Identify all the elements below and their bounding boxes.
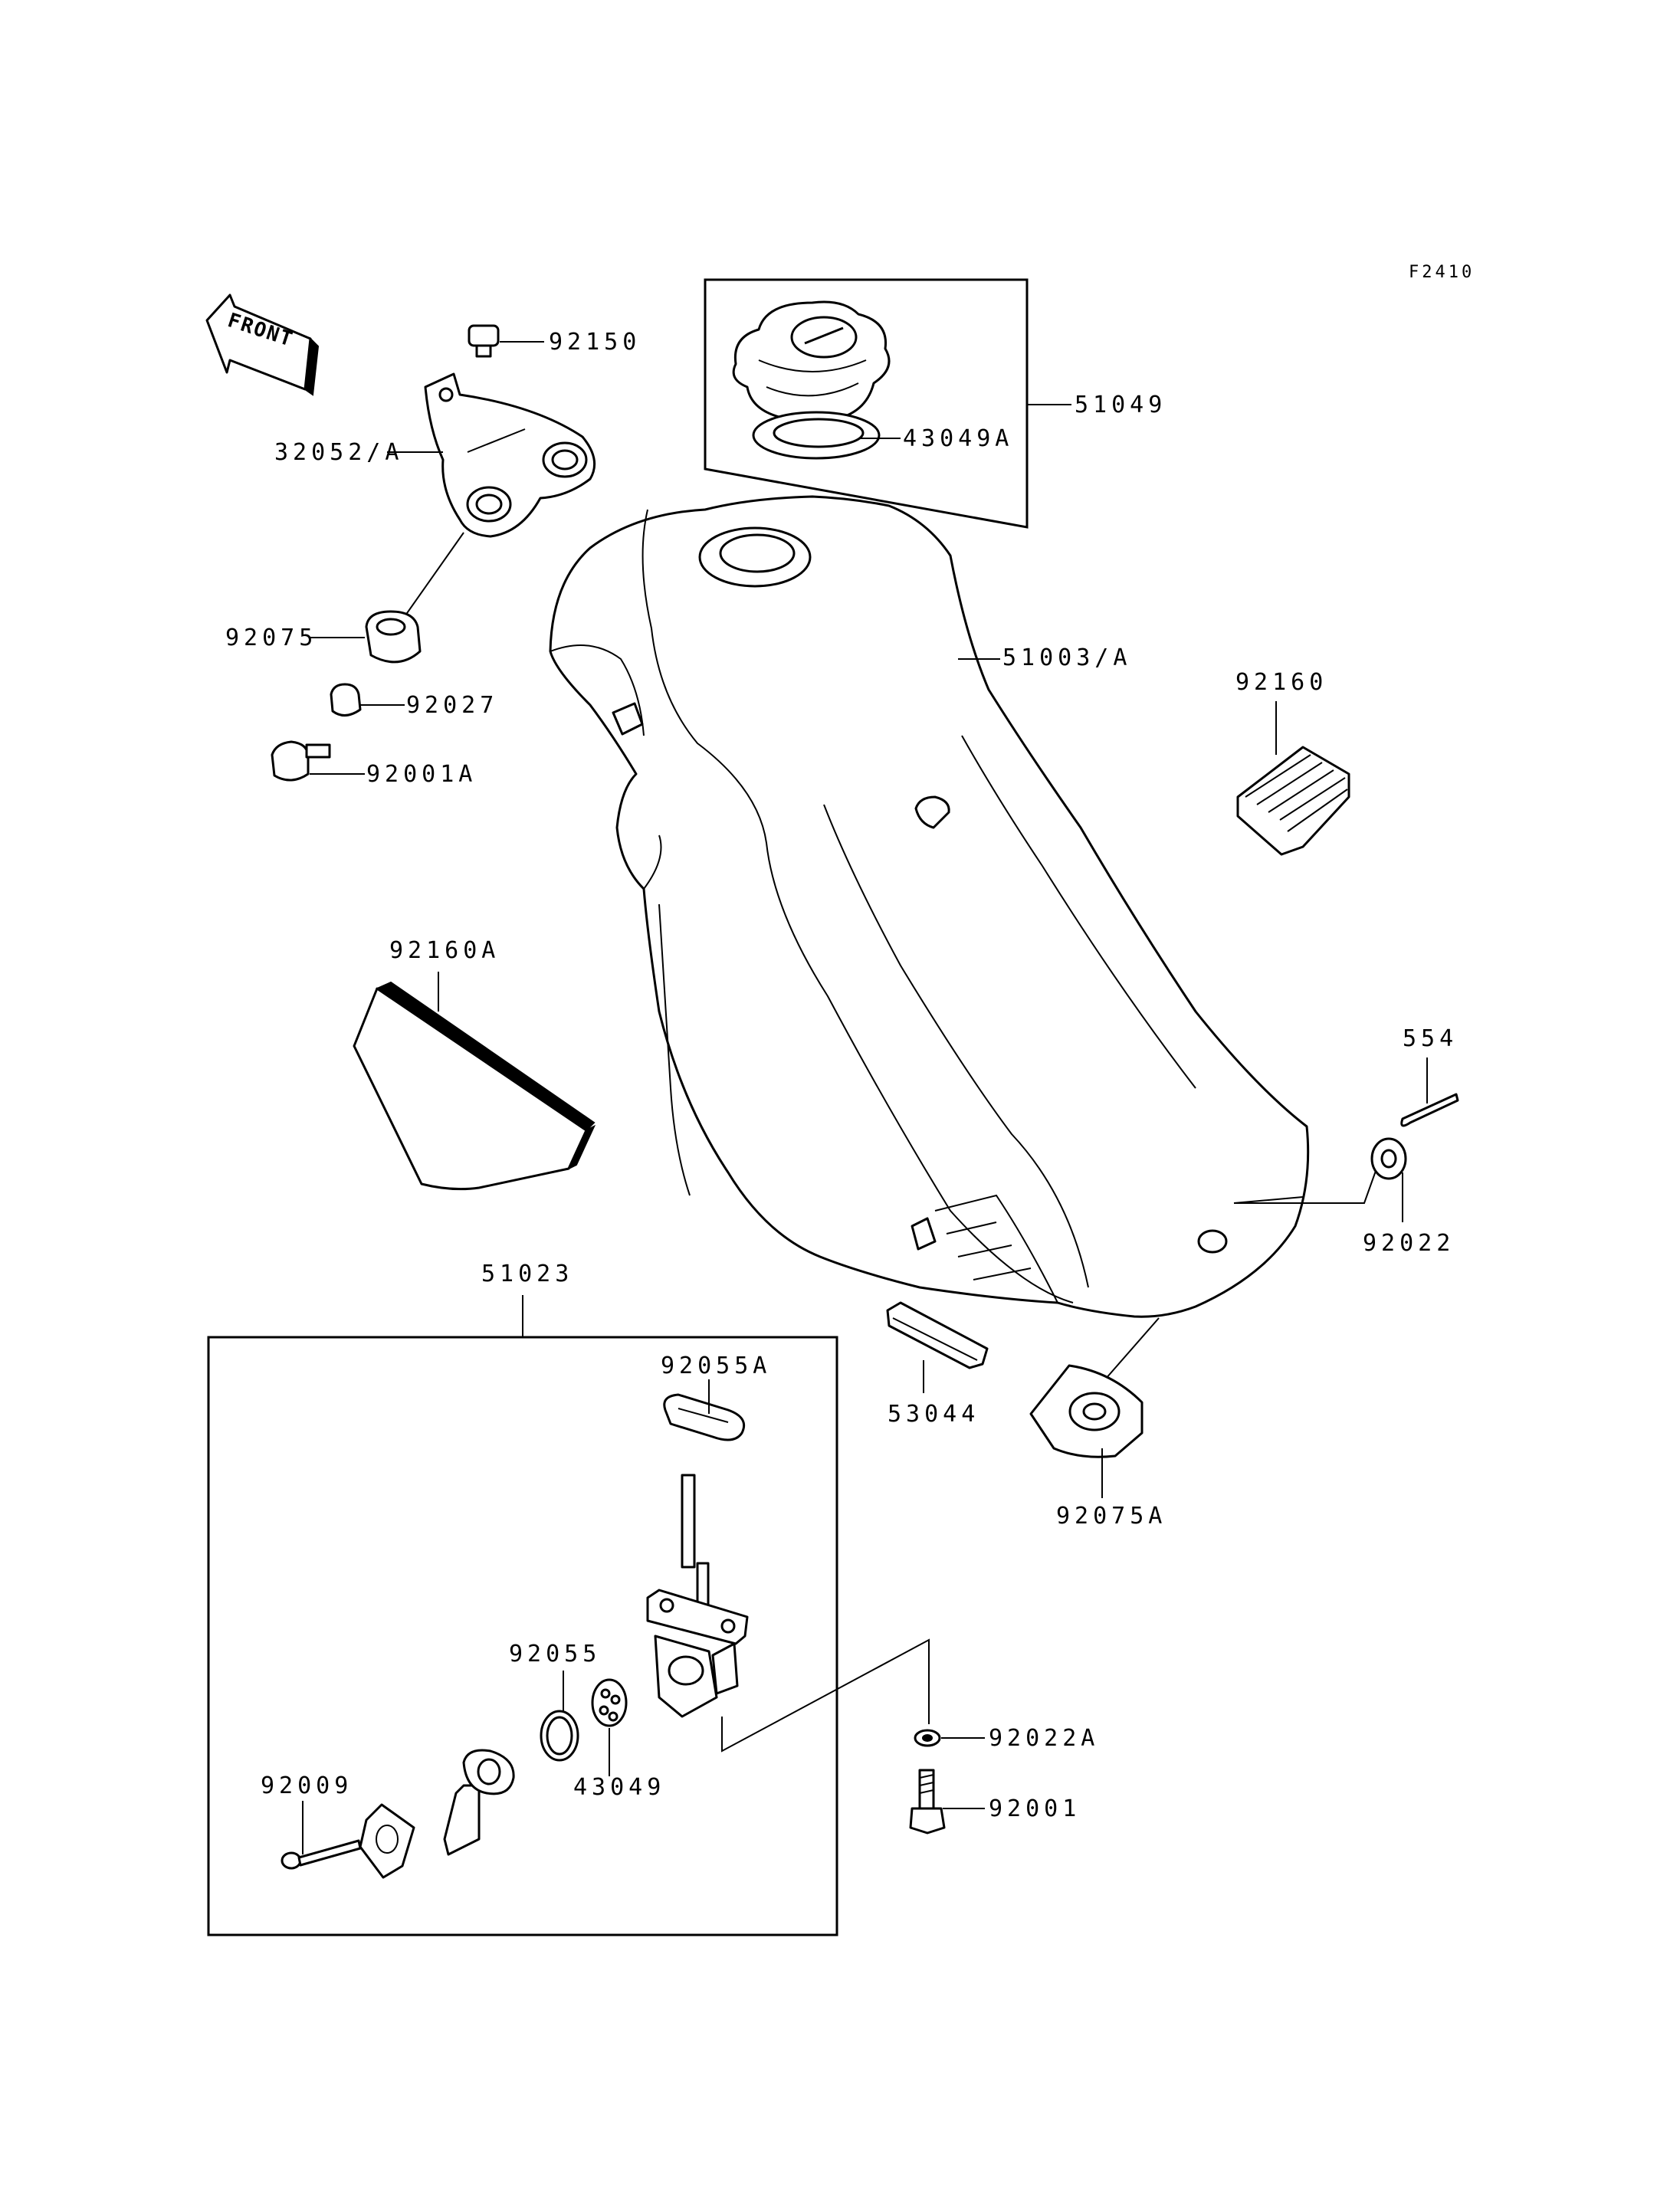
label-92055: 92055 bbox=[509, 1641, 601, 1667]
label-92160: 92160 bbox=[1235, 669, 1327, 696]
label-92150: 92150 bbox=[549, 329, 641, 356]
damper-92160-icon bbox=[1236, 746, 1350, 856]
fuel-cock-assembly-group: 51023 92055A 92055 bbox=[207, 1261, 930, 1936]
bolt-92001A-icon bbox=[271, 740, 331, 782]
figure-code: F2410 bbox=[1409, 263, 1475, 282]
bolt-92001-icon bbox=[909, 1769, 946, 1835]
gasket-92055A-icon bbox=[663, 1393, 746, 1441]
front-arrow-icon: FRONT bbox=[205, 293, 320, 396]
bracket-cluster: 92150 32052/A 92075 92027 bbox=[225, 324, 641, 788]
label-51023: 51023 bbox=[481, 1261, 573, 1287]
label-92022: 92022 bbox=[1363, 1230, 1455, 1257]
label-92160A: 92160A bbox=[389, 937, 500, 964]
pad-92160A-icon bbox=[353, 981, 596, 1191]
rubber-mount-92075-icon bbox=[365, 610, 422, 664]
label-92027: 92027 bbox=[406, 692, 498, 719]
label-51049: 51049 bbox=[1075, 392, 1166, 418]
fuel-cap-icon bbox=[732, 300, 891, 428]
label-92001: 92001 bbox=[989, 1795, 1081, 1822]
o-ring-92055-icon bbox=[540, 1710, 579, 1762]
label-43049A: 43049A bbox=[903, 425, 1013, 452]
strip-53044-icon bbox=[886, 1301, 989, 1369]
label-92001A: 92001A bbox=[366, 761, 477, 788]
label-92075A: 92075A bbox=[1056, 1503, 1166, 1530]
washer-92022-icon bbox=[1370, 1137, 1407, 1180]
label-92022A: 92022A bbox=[989, 1725, 1099, 1752]
bolt-92150-icon bbox=[468, 324, 500, 358]
label-554: 554 bbox=[1403, 1025, 1458, 1052]
label-92009: 92009 bbox=[261, 1772, 353, 1799]
fuel-cock-lever-icon bbox=[443, 1749, 515, 1856]
packing-43049-icon bbox=[591, 1678, 628, 1727]
label-92055A: 92055A bbox=[661, 1353, 771, 1379]
cap-gasket-icon bbox=[752, 411, 881, 460]
cotter-pin-icon bbox=[1400, 1093, 1459, 1127]
label-92075: 92075 bbox=[225, 625, 317, 651]
cap-assembly-group: 43049A 51049 bbox=[704, 278, 1166, 529]
collar-92027-icon bbox=[330, 683, 362, 716]
label-53044: 53044 bbox=[888, 1401, 979, 1428]
rubber-mount-92075A-icon bbox=[1029, 1364, 1144, 1458]
washer-92022A-icon bbox=[914, 1729, 941, 1747]
mounting-bracket-icon bbox=[424, 372, 596, 538]
fuel-tank-icon bbox=[549, 495, 1310, 1318]
label-43049: 43049 bbox=[573, 1774, 665, 1801]
screw-92009-icon bbox=[281, 1839, 362, 1870]
cock-plate-icon bbox=[359, 1803, 415, 1879]
fuel-cock-icon bbox=[646, 1474, 749, 1718]
label-32052A: 32052/A bbox=[274, 439, 403, 466]
label-51003A: 51003/A bbox=[1002, 644, 1131, 671]
